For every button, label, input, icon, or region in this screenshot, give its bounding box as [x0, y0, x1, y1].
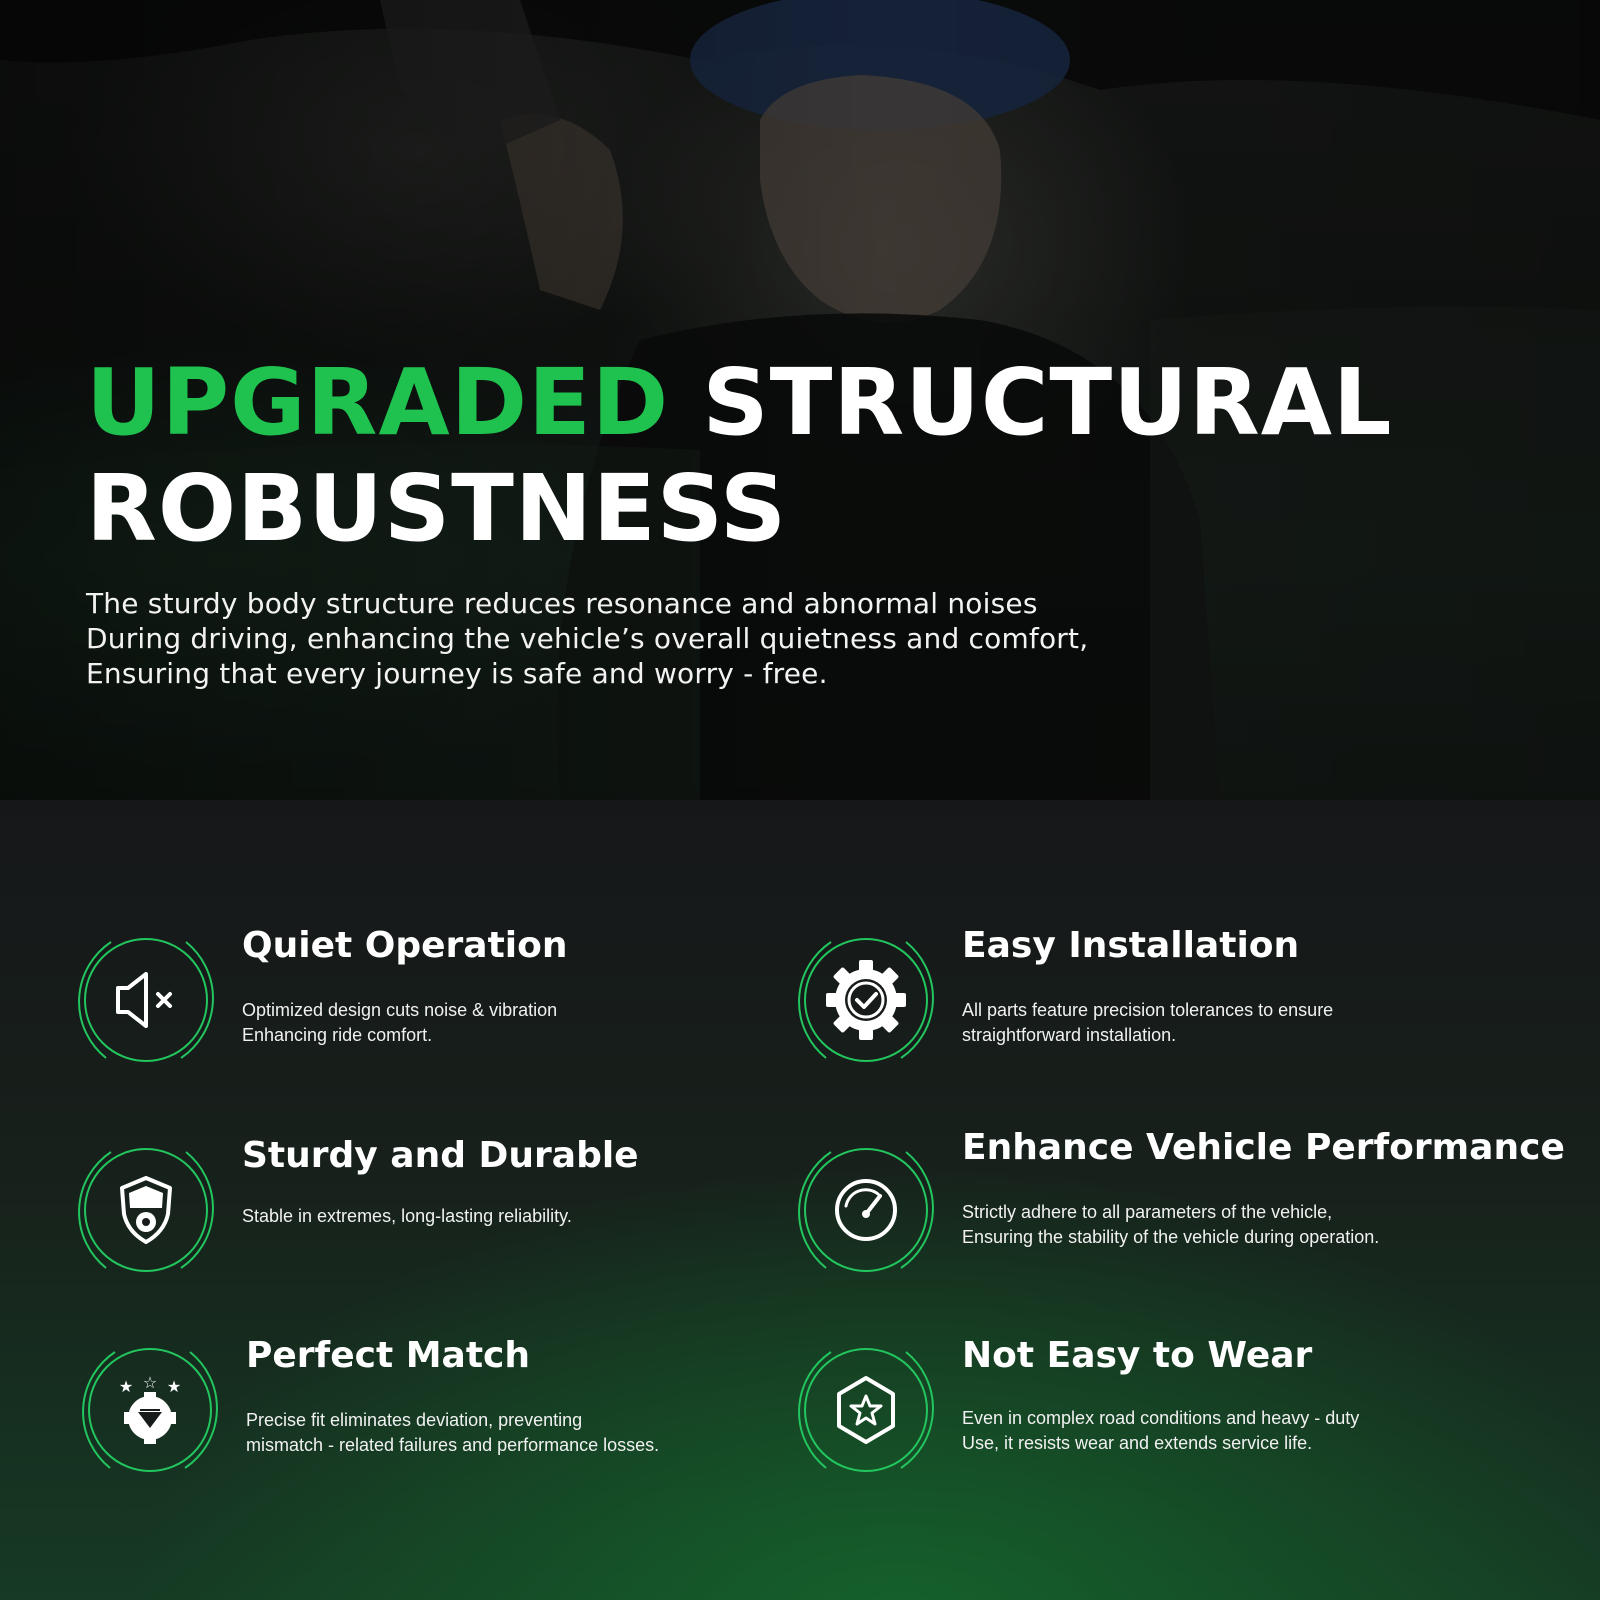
feature-description: All parts feature precision tolerances t… [962, 998, 1522, 1048]
hero-overlay [0, 0, 1600, 800]
feature-perfect-match: ★ ☆ ★ Perfect Match Precise fit eliminat… [70, 1330, 830, 1490]
hero-title-line1: STRUCTURAL [702, 349, 1393, 456]
svg-text:★: ★ [167, 1377, 181, 1396]
hero-title: UPGRADED STRUCTURAL ROBUSTNESS [86, 350, 1486, 562]
hero-description-line: During driving, enhancing the vehicle’s … [86, 622, 1089, 655]
hero-title-line2: ROBUSTNESS [86, 455, 788, 562]
feature-description: Precise fit eliminates deviation, preven… [246, 1408, 806, 1458]
shield-gear-icon [66, 1130, 226, 1290]
speedometer-icon [786, 1130, 946, 1290]
feature-sturdy-durable: Sturdy and Durable Stable in extremes, l… [66, 1130, 826, 1290]
hero-description: The sturdy body structure reduces resona… [86, 586, 1186, 691]
svg-text:☆: ☆ [143, 1373, 157, 1392]
feature-description-line: Ensuring the stability of the vehicle du… [962, 1227, 1380, 1247]
hexagon-star-icon [786, 1330, 946, 1490]
feature-title: Easy Installation [962, 925, 1300, 966]
hero-description-line: Ensuring that every journey is safe and … [86, 657, 828, 690]
feature-title: Enhance Vehicle Performance [962, 1127, 1565, 1168]
feature-description-line: Even in complex road conditions and heav… [962, 1408, 1360, 1428]
feature-title: Sturdy and Durable [242, 1135, 639, 1176]
feature-title: Quiet Operation [242, 925, 568, 966]
feature-description-line: All parts feature precision tolerances t… [962, 1000, 1334, 1020]
feature-not-easy-to-wear: Not Easy to Wear Even in complex road co… [786, 1330, 1546, 1490]
feature-description-line: Strictly adhere to all parameters of the… [962, 1202, 1333, 1222]
feature-description: Even in complex road conditions and heav… [962, 1406, 1522, 1456]
feature-vehicle-performance: Enhance Vehicle Performance Strictly adh… [786, 1127, 1565, 1290]
feature-description: Optimized design cuts noise & vibration … [242, 998, 802, 1048]
feature-description: Stable in extremes, long-lasting reliabi… [242, 1204, 802, 1229]
hero-title-accent: UPGRADED [86, 349, 670, 456]
feature-description-line: Enhancing ride comfort. [242, 1025, 433, 1045]
hero-banner: UPGRADED STRUCTURAL ROBUSTNESS The sturd… [0, 0, 1600, 800]
feature-description-line: Optimized design cuts noise & vibration [242, 1000, 558, 1020]
feature-description-line: mismatch - related failures and performa… [246, 1435, 660, 1455]
feature-description: Strictly adhere to all parameters of the… [962, 1200, 1522, 1250]
feature-description-line: Stable in extremes, long-lasting reliabi… [242, 1206, 572, 1226]
feature-description-line: Precise fit eliminates deviation, preven… [246, 1410, 583, 1430]
speaker-mute-icon [66, 920, 226, 1080]
svg-text:★: ★ [119, 1377, 133, 1396]
feature-title: Perfect Match [246, 1335, 531, 1376]
feature-description-line: straightforward installation. [962, 1025, 1177, 1045]
feature-quiet-operation: Quiet Operation Optimized design cuts no… [66, 920, 826, 1080]
feature-description-line: Use, it resists wear and extends service… [962, 1433, 1313, 1453]
feature-easy-installation: Easy Installation All parts feature prec… [786, 920, 1546, 1080]
features-section: Quiet Operation Optimized design cuts no… [0, 800, 1600, 1600]
diamond-gear-stars-icon: ★ ☆ ★ [70, 1330, 230, 1490]
hero-description-line: The sturdy body structure reduces resona… [86, 587, 1038, 620]
feature-title: Not Easy to Wear [962, 1335, 1313, 1376]
gear-check-icon [786, 920, 946, 1080]
